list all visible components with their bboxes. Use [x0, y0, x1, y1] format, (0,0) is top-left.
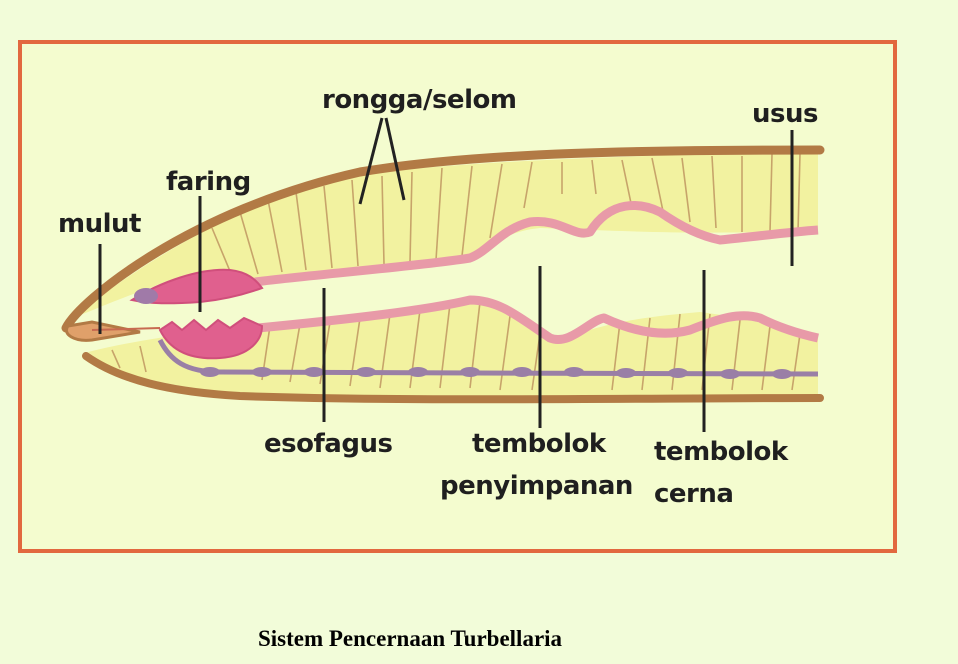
label-usus: usus	[752, 99, 818, 129]
gut-lower-wall	[257, 295, 819, 344]
pharynx-upper	[129, 268, 264, 305]
label-mulut: mulut	[58, 209, 141, 239]
ventral-nerve-cord	[157, 338, 819, 379]
leader-lines	[98, 117, 794, 432]
pharynx-lower	[158, 316, 264, 360]
label-esofagus: esofagus	[264, 429, 392, 459]
figure-caption: Sistem Pencernaan Turbellaria	[257, 626, 563, 651]
leader-rongga-right	[384, 117, 406, 201]
gut-upper-wall	[254, 201, 819, 287]
label-tembolok-penyimpanan-1: tembolok	[472, 429, 607, 459]
cerebral-ganglion	[134, 288, 158, 304]
dorsal-septa	[211, 153, 801, 277]
turbellaria-digestive-diagram: rongga/selom usus faring mulut esofagus …	[58, 85, 825, 509]
label-tembolok-penyimpanan-2: penyimpanan	[440, 471, 633, 501]
label-tembolok-cerna-1: tembolok	[654, 437, 789, 467]
ventral-body-wall	[82, 352, 824, 404]
snout	[65, 320, 141, 342]
dorsal-coelom	[72, 152, 818, 318]
label-rongga-selom: rongga/selom	[322, 85, 516, 115]
nerve-ganglia	[200, 367, 792, 379]
labels: rongga/selom usus faring mulut esofagus …	[58, 85, 818, 509]
mouth-opening	[91, 327, 161, 331]
label-faring: faring	[166, 167, 251, 197]
digestive-tract	[91, 201, 819, 360]
leader-rongga-left	[358, 117, 384, 205]
label-tembolok-cerna-2: cerna	[654, 479, 733, 509]
